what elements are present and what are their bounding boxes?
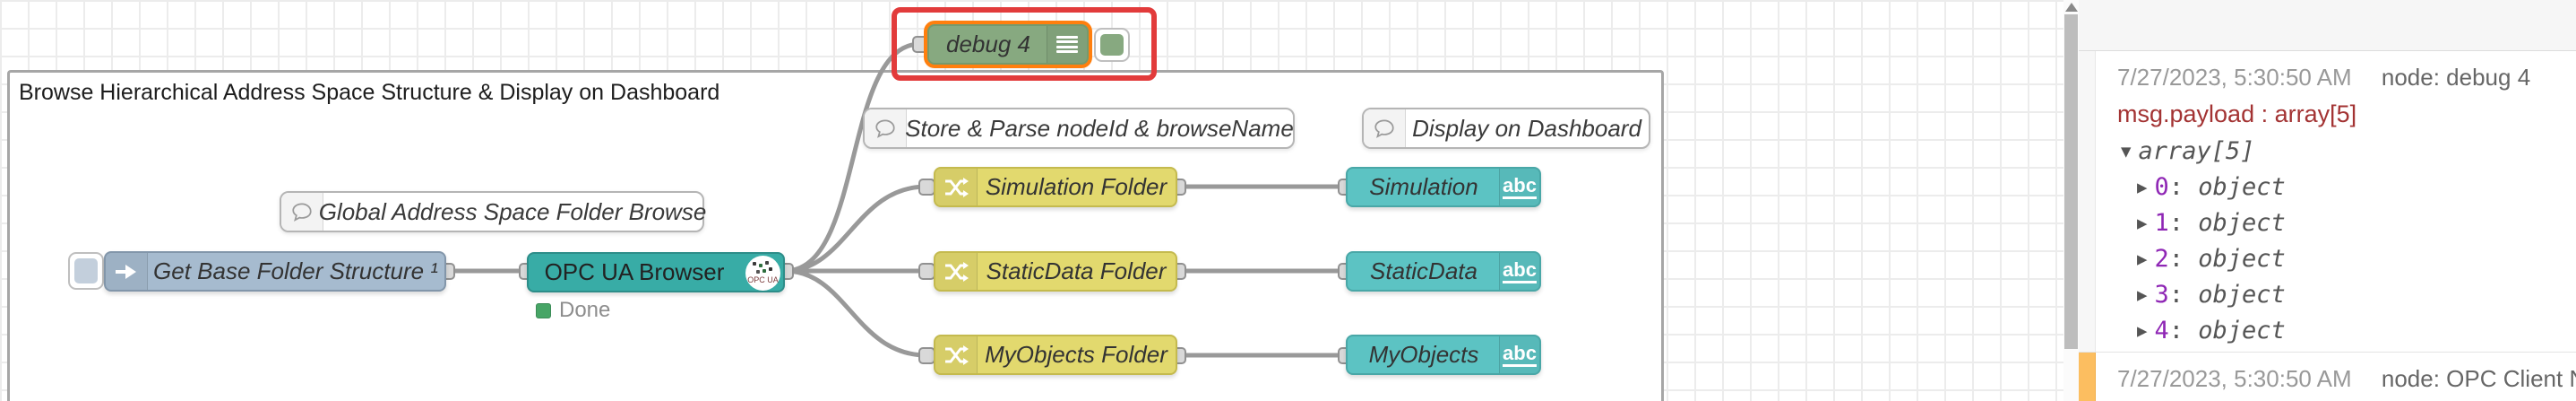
item-separator: : — [2168, 245, 2199, 273]
node-label: debug 4 — [946, 31, 1030, 57]
node-ui-text-staticdata[interactable]: StaticData abc — [1346, 251, 1541, 292]
node-label: Simulation Folder — [985, 173, 1167, 200]
expand-arrow-icon[interactable]: ▶ — [2137, 249, 2148, 269]
expand-arrow-icon[interactable]: ▶ — [2137, 178, 2148, 197]
abc-text-icon: abc — [1499, 336, 1539, 373]
message-gutter-orange — [2079, 353, 2096, 401]
opcua-icon: OPC UA — [745, 256, 780, 291]
comment-bubble-icon — [1364, 109, 1406, 147]
comment-bubble-icon — [281, 193, 323, 231]
item-key: 0 — [2154, 173, 2169, 201]
node-label: Global Address Space Folder Browse — [318, 197, 707, 225]
item-key: 1 — [2154, 209, 2169, 237]
tree-row: ▶ 4: object — [2117, 313, 2576, 349]
abc-text-icon: abc — [1499, 169, 1539, 205]
item-key: 2 — [2154, 245, 2169, 273]
status-dot-icon — [536, 302, 551, 318]
status-text: Done — [559, 298, 611, 322]
tree-row: ▶ 2: object — [2117, 241, 2576, 277]
message-timestamp: 7/27/2023, 5:30:50 AM — [2117, 365, 2352, 392]
item-separator: : — [2168, 173, 2199, 201]
debug-output-icon — [1047, 26, 1087, 63]
message-property[interactable]: msg.payload : array[5] — [2117, 100, 2357, 127]
node-ui-text-myobjects[interactable]: MyObjects abc — [1346, 335, 1541, 375]
switch-icon — [935, 253, 978, 290]
message-gutter — [2079, 51, 2096, 352]
node-comment-global[interactable]: Global Address Space Folder Browse — [280, 191, 707, 232]
item-separator: : — [2168, 281, 2199, 309]
inject-button[interactable] — [68, 252, 104, 290]
message-meta: 7/27/2023, 5:30:50 AM node: debug 4 — [2117, 64, 2576, 92]
switch-icon — [935, 169, 978, 205]
tree-row: ▶ 3: object — [2117, 277, 2576, 313]
node-label: OPC UA Browser — [544, 258, 725, 285]
sidebar-top-spacer — [2079, 0, 2576, 51]
node-comment-store-parse[interactable]: Store & Parse nodeId & browseName — [863, 108, 1295, 149]
node-ui-text-simulation[interactable]: Simulation abc — [1346, 167, 1541, 207]
inject-button-face — [74, 258, 98, 283]
message-content: 7/27/2023, 5:30:50 AM node: debug 4 msg.… — [2096, 51, 2576, 352]
item-type: object — [2198, 317, 2286, 344]
tree-row: ▶ 0: object — [2117, 170, 2576, 205]
expand-arrow-icon[interactable]: ▶ — [2137, 214, 2148, 233]
expand-arrow-icon[interactable]: ▶ — [2137, 321, 2148, 341]
opcua-icon-label: OPC UA — [747, 275, 779, 284]
item-type: object — [2198, 281, 2286, 309]
port[interactable] — [918, 179, 935, 196]
node-label: MyObjects — [1368, 341, 1479, 368]
node-label: Get Base Folder Structure ¹ — [153, 257, 438, 284]
message-content: 7/27/2023, 5:30:50 AM node: OPC Client N… — [2096, 353, 2576, 401]
item-key: 4 — [2154, 317, 2169, 344]
scrollbar-thumb[interactable] — [2064, 14, 2078, 349]
comment-bubble-icon — [865, 109, 907, 147]
node-switch-myobjects[interactable]: MyObjects Folder — [934, 335, 1177, 375]
node-label: StaticData Folder — [986, 257, 1167, 284]
node-label: MyObjects Folder — [985, 341, 1167, 368]
node-debug[interactable]: debug 4 — [927, 24, 1089, 65]
scroll-up-icon[interactable] — [2065, 3, 2078, 12]
node-label: StaticData — [1370, 257, 1478, 284]
inject-icon — [106, 253, 148, 290]
expand-arrow-icon[interactable]: ▶ — [2137, 285, 2148, 305]
tree-root-label: array[5] — [2138, 137, 2255, 165]
switch-icon — [935, 336, 978, 373]
wire[interactable] — [782, 268, 929, 358]
port[interactable] — [918, 347, 935, 364]
message-timestamp: 7/27/2023, 5:30:50 AM — [2117, 64, 2352, 91]
wire[interactable] — [782, 184, 929, 274]
group-label: Browse Hierarchical Address Space Struct… — [19, 80, 720, 105]
message-source-node: node: debug 4 — [2381, 64, 2531, 91]
debug-message: 7/27/2023, 5:30:50 AM node: debug 4 msg.… — [2079, 51, 2576, 353]
item-type: object — [2198, 173, 2286, 201]
node-switch-simulation[interactable]: Simulation Folder — [934, 167, 1177, 207]
collapse-arrow-icon[interactable]: ▼ — [2121, 142, 2132, 161]
node-inject[interactable]: Get Base Folder Structure ¹ — [104, 251, 446, 292]
node-status: Done — [536, 298, 610, 323]
port[interactable] — [918, 263, 935, 280]
canvas-vertical-scrollbar[interactable] — [2063, 0, 2079, 401]
item-separator: : — [2168, 317, 2199, 344]
abc-text-icon: abc — [1499, 253, 1539, 290]
tree-row: ▶ 1: object — [2117, 205, 2576, 241]
message-source-node: node: OPC Client Namespace Brow — [2381, 365, 2576, 392]
debug-message: 7/27/2023, 5:30:50 AM node: OPC Client N… — [2079, 353, 2576, 401]
message-meta: 7/27/2023, 5:30:50 AM node: OPC Client N… — [2117, 365, 2576, 393]
item-separator: : — [2168, 209, 2199, 237]
debug-enable-toggle[interactable] — [1094, 28, 1130, 62]
node-label: Store & Parse nodeId & browseName — [905, 114, 1294, 142]
debug-toggle-face — [1100, 34, 1124, 56]
node-switch-staticdata[interactable]: StaticData Folder — [934, 251, 1177, 292]
node-label: Simulation — [1369, 173, 1478, 200]
node-comment-display[interactable]: Display on Dashboard — [1362, 108, 1650, 149]
item-type: object — [2198, 245, 2286, 273]
debug-sidebar: 7/27/2023, 5:30:50 AM node: debug 4 msg.… — [2079, 0, 2576, 401]
node-label: Display on Dashboard — [1412, 114, 1641, 142]
message-object-tree: ▼ array[5] ▶ 0: object ▶ 1: object ▶ 2: obje… — [2117, 134, 2576, 349]
node-opcua-browser[interactable]: OPC UA Browser OPC UA — [527, 252, 785, 292]
tree-row: ▼ array[5] — [2117, 134, 2576, 170]
flow-canvas[interactable]: Browse Hierarchical Address Space Struct… — [0, 0, 2063, 401]
item-key: 3 — [2154, 281, 2169, 309]
annotation-box-debug-node — [892, 7, 1157, 81]
item-type: object — [2198, 209, 2286, 237]
